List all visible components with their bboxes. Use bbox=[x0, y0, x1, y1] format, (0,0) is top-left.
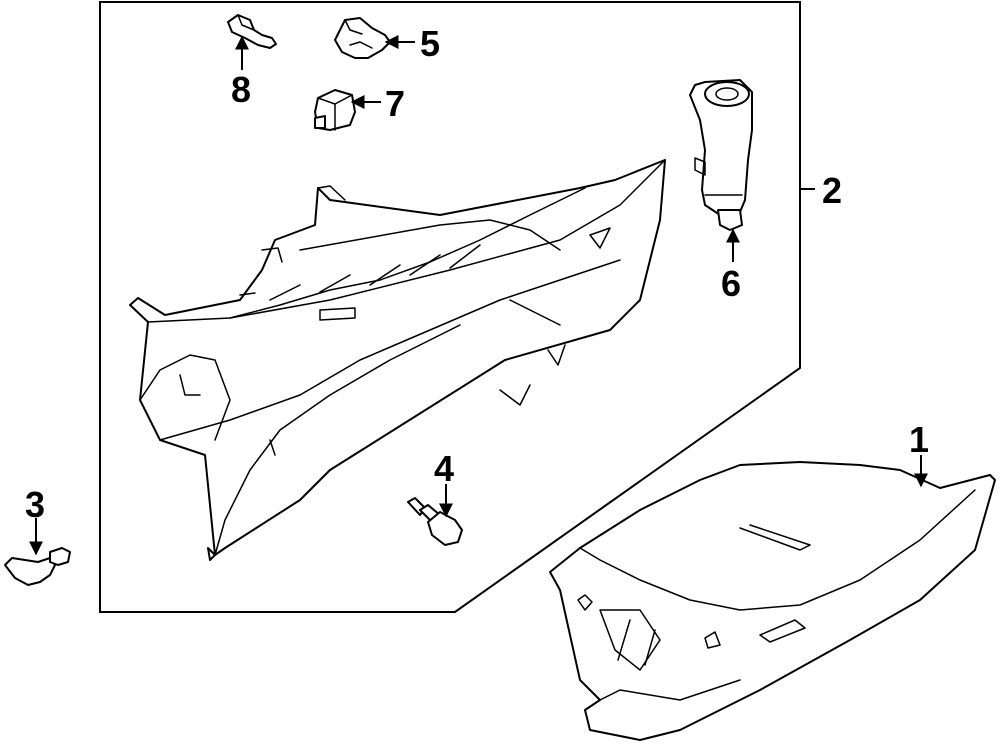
part-7-switch bbox=[314, 89, 356, 131]
assembly-frame bbox=[99, 1, 801, 613]
part-8-clip bbox=[227, 14, 277, 49]
glove-box-door bbox=[549, 461, 996, 741]
callout-6: 6 bbox=[721, 263, 741, 304]
part-6-damper bbox=[689, 79, 753, 231]
part-3-bulb bbox=[4, 547, 71, 586]
part-4-bulb bbox=[407, 497, 463, 546]
glove-box-housing bbox=[129, 159, 666, 561]
callout-5: 5 bbox=[420, 23, 440, 64]
callout-1: 1 bbox=[909, 419, 929, 460]
part-5-clip bbox=[334, 17, 391, 59]
callout-7: 7 bbox=[385, 83, 405, 124]
callout-3: 3 bbox=[25, 484, 45, 525]
callout-2: 2 bbox=[822, 170, 842, 211]
callout-8: 8 bbox=[231, 69, 251, 110]
callout-4: 4 bbox=[434, 448, 454, 489]
